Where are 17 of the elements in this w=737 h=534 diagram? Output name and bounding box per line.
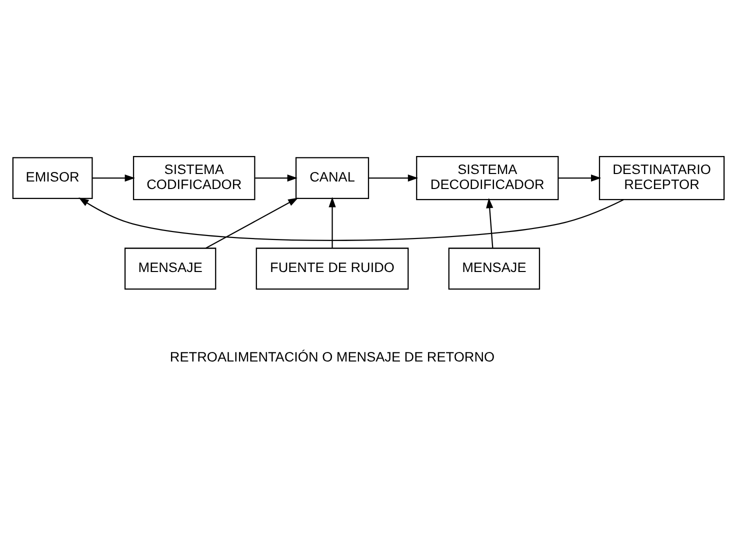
arrow (255, 174, 298, 182)
arrow (368, 174, 418, 182)
arrow (558, 174, 602, 182)
node-box: EMISOR (12, 156, 93, 198)
node-box: CANAL (295, 156, 370, 198)
node-box: MENSAJE (124, 247, 216, 290)
arrow (486, 197, 494, 248)
arrow (92, 174, 136, 182)
node-box: SISTEMA DECODIFICADOR (416, 155, 559, 200)
node-box: FUENTE DE RUIDO (256, 247, 409, 290)
node-box: DESTINATARIO RECEPTOR (598, 155, 725, 200)
arrow (328, 196, 336, 248)
node-box: SISTEMA CODIFICADOR (132, 155, 256, 200)
arrow (206, 197, 298, 248)
arrow (78, 197, 624, 240)
label: RETROALIMENTACIÓN O MENSAJE DE RETORNO (170, 349, 495, 364)
node-box: MENSAJE (448, 247, 540, 290)
